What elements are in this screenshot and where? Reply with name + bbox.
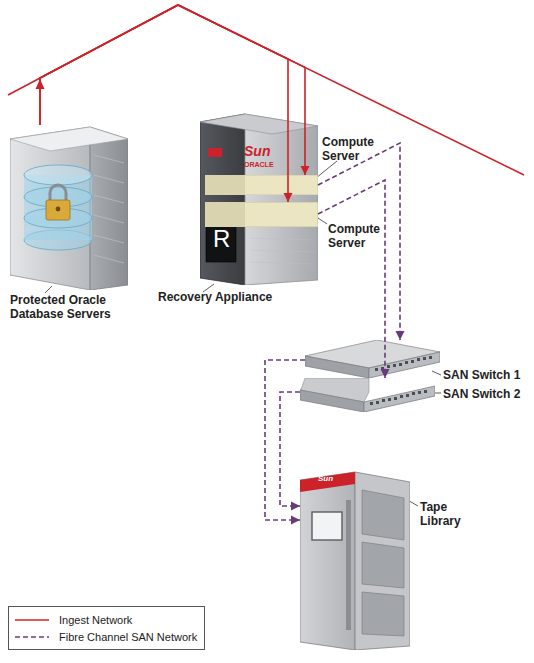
connector-line [280, 392, 300, 506]
legend-sample [15, 633, 51, 641]
switch-illustration [305, 340, 440, 378]
node-label: Compute Server [328, 222, 388, 250]
legend-box: Ingest NetworkFibre Channel SAN Network [8, 606, 205, 650]
connector [280, 392, 300, 511]
database-server: Protected Oracle Database Servers [10, 125, 128, 290]
appliance-letter: R [213, 226, 230, 252]
compute-band [205, 175, 318, 195]
connector-line [265, 360, 305, 520]
switch-illustration [300, 378, 435, 412]
node-label: Protected Oracle Database Servers [10, 293, 120, 321]
compute-server: Compute Server [205, 202, 318, 227]
legend-sample [15, 616, 51, 624]
arrowhead [291, 516, 300, 525]
legend-line [15, 636, 49, 638]
connector [265, 360, 305, 525]
brand-logo: Sun [244, 143, 270, 159]
server-illustration [10, 125, 128, 290]
arrowhead [396, 331, 405, 340]
connector [318, 143, 405, 340]
arrowhead [291, 502, 300, 511]
legend-line [15, 619, 49, 621]
node-label: Recovery Appliance [158, 290, 278, 304]
node-label: SAN Switch 2 [443, 387, 533, 401]
tape-library: Tape Library [300, 470, 410, 650]
bus-arrowhead [36, 79, 45, 89]
san-switch: SAN Switch 1 [305, 340, 440, 378]
brand-logo: Sun [318, 474, 333, 484]
legend-text: Fibre Channel SAN Network [59, 630, 197, 644]
node-label: Compute Server [322, 135, 382, 163]
recovery-appliance: Recovery ApplianceCompute ServerCompute … [200, 110, 318, 285]
connector-line [318, 143, 400, 340]
compute-band [205, 202, 318, 227]
leader-line [432, 371, 441, 375]
tape-library-illustration [300, 470, 410, 650]
legend-text: Ingest Network [59, 613, 132, 627]
node-label: Tape Library [420, 500, 480, 528]
leader-line [45, 286, 52, 293]
node-label: SAN Switch 1 [443, 368, 533, 382]
compute-server: Compute Server [205, 175, 318, 195]
leader-line [316, 161, 337, 178]
brand-wordmark: ORACLE [244, 160, 274, 169]
appliance-illustration [200, 110, 318, 285]
san-switch: SAN Switch 2 [300, 378, 435, 412]
